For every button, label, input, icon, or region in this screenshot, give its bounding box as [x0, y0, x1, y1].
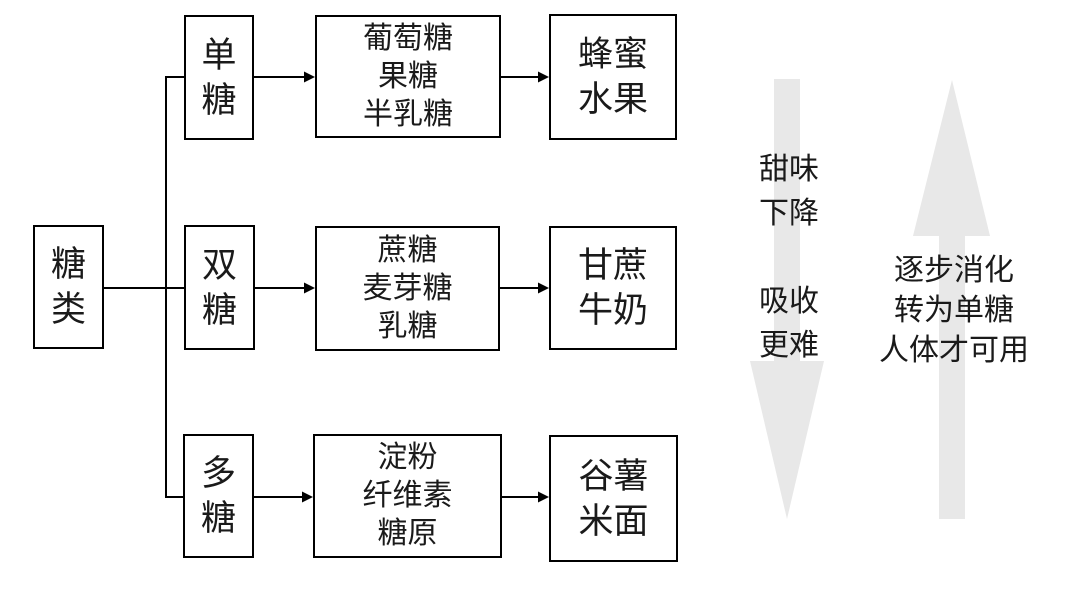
box-sugar-root-line: 类	[50, 290, 86, 329]
box-mono-examples-line: 半乳糖	[363, 97, 453, 131]
box-di-examples: 蔗糖 麦芽糖 乳糖	[315, 226, 500, 351]
arrow-mono-examples-to-sources-head	[538, 71, 549, 83]
box-poly-examples-line: 淀粉	[377, 441, 438, 474]
arrow-di-to-examples-head	[304, 282, 315, 294]
arrow-di-examples-to-sources-head	[538, 282, 549, 294]
box-di-examples-line: 麦芽糖	[362, 271, 453, 305]
box-sugar-root-line: 糖	[50, 245, 86, 284]
box-monosaccharide-line: 糖	[201, 80, 237, 120]
down-arrow-annotation-line: 甜味	[759, 153, 819, 186]
up-arrow-annotation-line: 人体才可用	[879, 334, 1029, 367]
box-polysaccharide-line: 糖	[200, 499, 236, 538]
up-arrow-annotation: 逐步消化 转为单糖 人体才可用	[869, 251, 1039, 371]
box-poly-sources-line: 米面	[578, 501, 649, 541]
box-poly-examples: 淀粉 纤维素 糖原	[313, 434, 502, 558]
box-mono-examples-line: 葡萄糖	[363, 21, 453, 55]
box-mono-sources: 蜂蜜 水果	[549, 14, 677, 140]
big-up-arrow-shaft	[939, 235, 965, 519]
arrow-poly-to-examples-head	[302, 491, 313, 503]
box-poly-sources-line: 谷薯	[578, 456, 649, 496]
box-polysaccharide: 多 糖	[183, 434, 254, 558]
down-arrow-annotation-line: 更难	[759, 329, 819, 362]
box-di-sources: 甘蔗 牛奶	[549, 226, 677, 350]
box-mono-sources-line: 蜂蜜	[577, 35, 648, 74]
box-poly-examples-line: 纤维素	[362, 479, 453, 512]
up-arrow-annotation-line: 逐步消化	[894, 254, 1014, 287]
big-up-arrow-head	[913, 80, 990, 236]
box-poly-sources: 谷薯 米面	[549, 435, 678, 562]
box-disaccharide-line: 糖	[201, 290, 237, 330]
box-di-examples-line: 乳糖	[377, 309, 438, 343]
arrow-poly-examples-to-sources-head	[538, 491, 549, 503]
up-arrow-annotation-line: 转为单糖	[894, 294, 1014, 327]
box-di-examples-line: 蔗糖	[377, 233, 438, 267]
down-arrow-annotation-line	[709, 236, 869, 280]
box-monosaccharide-line: 单	[201, 35, 237, 75]
big-down-arrow-shaft	[774, 79, 800, 362]
box-di-sources-line: 甘蔗	[577, 246, 648, 285]
box-di-sources-line: 牛奶	[577, 291, 648, 330]
box-mono-sources-line: 水果	[577, 80, 648, 119]
down-arrow-annotation: 甜味 下降 吸收 更难	[709, 148, 869, 368]
box-polysaccharide-line: 多	[200, 454, 236, 493]
box-poly-examples-line: 糖原	[377, 517, 438, 550]
down-arrow-annotation-line: 吸收	[759, 285, 819, 318]
box-mono-examples: 葡萄糖 果糖 半乳糖	[315, 15, 501, 138]
arrow-mono-to-examples-head	[304, 71, 315, 83]
big-down-arrow-head	[750, 361, 824, 519]
box-sugar-root: 糖 类	[33, 225, 104, 349]
box-mono-examples-line: 果糖	[378, 59, 438, 93]
down-arrow-annotation-line: 下降	[759, 197, 819, 230]
box-disaccharide: 双 糖	[184, 225, 255, 350]
box-monosaccharide: 单 糖	[184, 15, 254, 140]
box-disaccharide-line: 双	[201, 245, 237, 285]
